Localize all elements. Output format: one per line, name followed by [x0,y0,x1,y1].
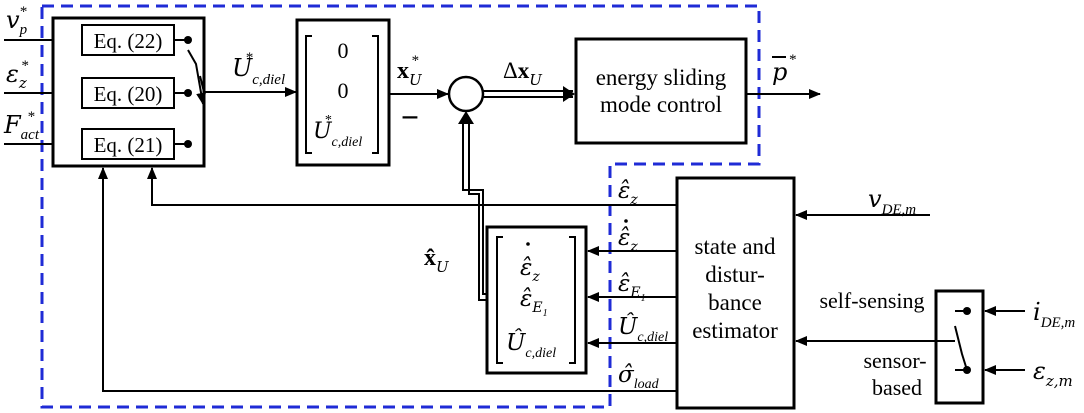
sensor-based-line2: based [872,375,922,400]
estimator-line4: estimator [692,318,778,343]
estimator-line1: state and [694,234,776,259]
xhat-u-label: x̂U [424,245,450,276]
eq20-label: Eq. (20) [94,82,163,106]
sensor-contact-top [963,307,971,315]
sensor-switch-blade [954,325,968,371]
switch-contact-22 [184,36,192,44]
switch-contact-21 [184,140,192,148]
energy-sliding-mode-control-block [574,37,748,145]
vector-block [295,18,391,167]
minus-sign: − [401,99,419,135]
esmc-line1: energy sliding [596,65,727,90]
switch-contact-20 [184,89,192,97]
summing-junction [447,75,485,113]
eq22-label: Eq. (22) [94,29,163,53]
eq21-label: Eq. (21) [94,133,163,157]
eq20-box [81,77,175,109]
epse1-hat-label: ε̂E1 [618,271,646,304]
esmc-line2: mode control [600,92,722,117]
ide-label: iDE,m [1033,298,1075,331]
epsz-dot-hat-label: ε̂z [618,225,638,255]
controller-boundary [40,4,761,409]
delta-xu-label: ΔxU [503,58,543,89]
xu-star-label: xU* [397,53,423,89]
hat-vector-row1: ε̂z [520,255,540,285]
estimator-line3: bance [708,290,762,315]
ucdiel-hat-label: Ûc,diel [618,313,668,345]
output-p-label: p* [772,52,796,86]
hat-vector-block [485,225,588,375]
hat-vector-row3: Ûc,diel [506,329,556,361]
vector-row1: 0 [338,38,349,63]
estimator-line2: distur- [705,262,765,287]
vector-row3: Uc,diel* [313,113,362,150]
input-vp-label: vp* [6,4,28,38]
epszm-label: εz,m [1033,357,1073,390]
epsz-hat-label: ε̂z [618,178,638,208]
state-disturbance-estimator-block [675,176,796,410]
feedback-sigma-line [98,167,677,392]
input-epsz-label: εz* [6,58,29,92]
u-cdiel-star-label: Uc,diel* [232,50,285,88]
sensor-based-line1: sensor- [863,348,926,373]
hat-vector-row2: ε̂E1 [520,286,548,319]
input-fact-label: Fact* [3,109,40,143]
eq21-box [81,128,175,160]
vector-row2: 0 [338,78,349,103]
vde-label: vDE,m [868,185,916,218]
self-sensing-label: self-sensing [819,288,924,313]
sigma-hat-label: σ̂load [618,362,660,392]
selector-switch-blade [187,49,207,105]
feedback-epsz-line [147,167,677,206]
